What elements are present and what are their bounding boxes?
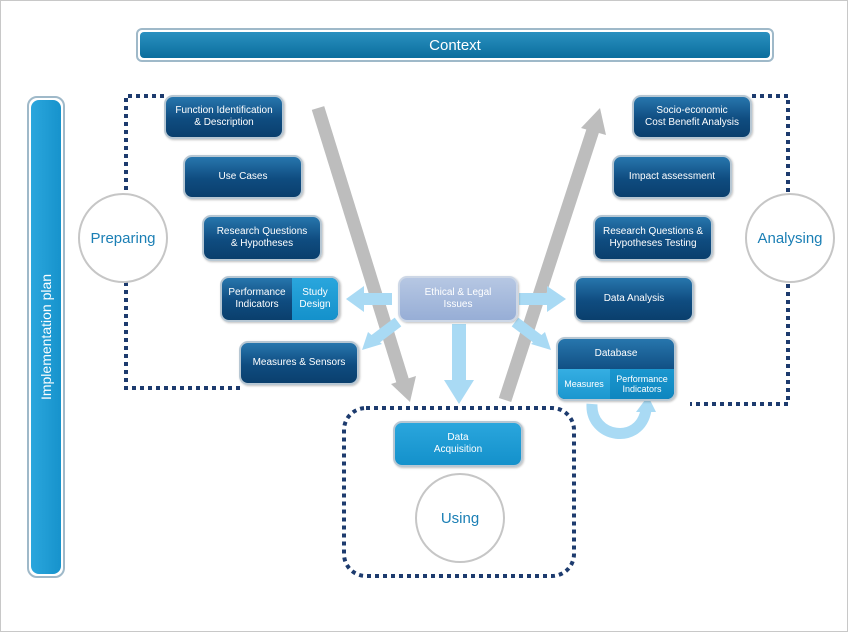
implementation-plan-bar: Implementation plan	[27, 96, 65, 578]
ethical-arrow-down-right	[511, 317, 551, 350]
hypotheses-testing-box: Research Questions & Hypotheses Testing	[593, 215, 713, 261]
ethical-arrow-down	[444, 324, 474, 404]
using-circle: Using	[415, 473, 505, 563]
ethical-arrow-down-left	[362, 317, 402, 350]
performance-study-box: Performance Indicators Study Design	[220, 276, 340, 322]
measures-sensors-box: Measures & Sensors	[239, 341, 359, 385]
implementation-plan-label: Implementation plan	[38, 273, 54, 401]
gray-up-arrow	[498, 108, 606, 403]
data-acquisition-box: Data Acquisition	[393, 421, 523, 467]
database-performance-cell: Performance Indicators	[610, 369, 674, 399]
ethical-arrow-left	[346, 286, 392, 312]
impact-assessment-box: Impact assessment	[612, 155, 732, 199]
socio-economic-box: Socio-economic Cost Benefit Analysis	[632, 95, 752, 139]
preparing-label: Preparing	[90, 229, 156, 247]
ethical-arrow-right	[519, 286, 566, 312]
database-loop-arrow	[586, 396, 656, 439]
preparing-circle: Preparing	[78, 193, 168, 283]
ethical-legal-box: Ethical & Legal Issues	[398, 276, 518, 322]
context-title: Context	[140, 32, 770, 58]
analysing-label: Analysing	[757, 229, 823, 247]
database-box: Database Measures Performance Indicators	[556, 337, 676, 401]
function-identification-box: Function Identification & Description	[164, 95, 284, 139]
study-design-cell: Study Design	[292, 278, 338, 320]
context-header: Context	[136, 28, 774, 62]
performance-indicators-cell: Performance Indicators	[228, 287, 286, 310]
use-cases-box: Use Cases	[183, 155, 303, 199]
database-measures-cell: Measures	[558, 369, 610, 399]
gray-down-arrow	[311, 106, 416, 402]
research-questions-box: Research Questions & Hypotheses	[202, 215, 322, 261]
analysing-circle: Analysing	[745, 193, 835, 283]
using-dotted-outline	[342, 406, 576, 578]
using-label: Using	[440, 509, 480, 527]
analysing-dotted-outline	[690, 94, 790, 406]
database-title: Database	[594, 348, 638, 359]
data-analysis-box: Data Analysis	[574, 276, 694, 322]
